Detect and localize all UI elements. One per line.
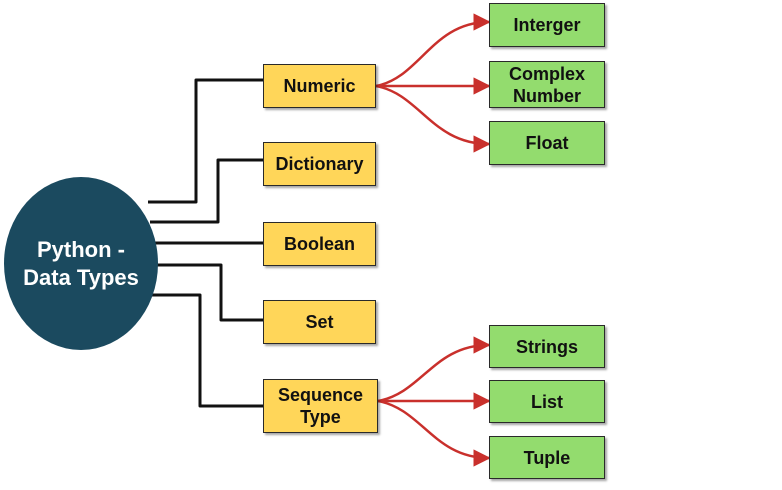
subtype-float: Float <box>489 121 605 165</box>
category-sequence-type: Sequence Type <box>263 379 378 433</box>
subtype-list: List <box>489 380 605 423</box>
root-title-line1: Python - <box>37 236 125 262</box>
category-boolean: Boolean <box>263 222 376 266</box>
subtype-float-label: Float <box>525 133 569 153</box>
root-title-line2: Data Types <box>23 264 139 290</box>
subtype-complex-number: Complex Number <box>489 61 605 108</box>
subtype-complex-label-line2: Number <box>512 85 581 106</box>
category-sequence-label-line2: Type <box>300 407 341 427</box>
subtype-list-label: List <box>530 391 563 412</box>
subtype-complex-label-line1: Complex <box>508 63 586 84</box>
subtype-tuple-label: Tuple <box>523 447 571 468</box>
arrow-to-integer <box>375 13 491 88</box>
connector-set <box>154 263 263 322</box>
connector-numeric <box>148 78 263 204</box>
subtype-integer-label: Interger <box>513 15 581 35</box>
subtype-strings-label: Strings <box>515 336 578 357</box>
subtype-strings: Strings <box>489 325 605 368</box>
arrow-to-strings <box>377 336 491 403</box>
category-set: Set <box>263 300 376 344</box>
category-numeric: Numeric <box>263 64 376 108</box>
root-node-python-data-types: Python - Data Types <box>4 177 158 350</box>
arrow-to-float <box>375 84 491 153</box>
subtype-integer: Interger <box>489 3 605 47</box>
category-boolean-label: Boolean <box>283 234 355 254</box>
category-set-label: Set <box>305 312 334 332</box>
category-numeric-label: Numeric <box>283 76 356 96</box>
category-sequence-label-line1: Sequence <box>277 385 364 405</box>
category-dictionary-label: Dictionary <box>275 154 364 174</box>
connector-sequence <box>152 293 263 408</box>
arrow-to-tuple <box>377 399 491 467</box>
category-dictionary: Dictionary <box>263 142 376 186</box>
subtype-tuple: Tuple <box>489 436 605 479</box>
connector-dictionary <box>150 158 263 224</box>
